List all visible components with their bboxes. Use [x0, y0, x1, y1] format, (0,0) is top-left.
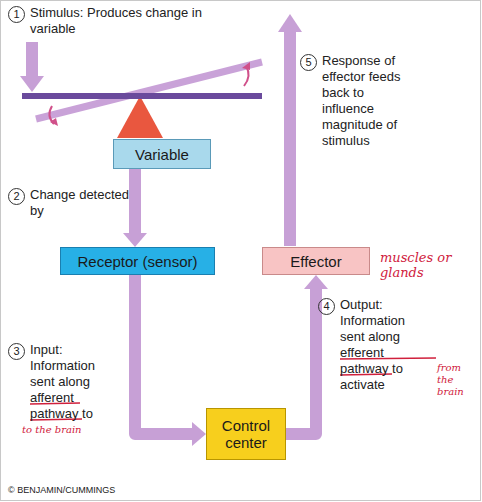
callout-number: 3 — [8, 343, 25, 360]
callout-number: 5 — [300, 54, 317, 71]
variable-box: Variable — [113, 139, 211, 169]
flow-arrow-shaft — [286, 287, 316, 434]
edge-label: Input: Information sent along afferent p… — [30, 342, 104, 422]
edge-label: Change detected by — [30, 187, 130, 219]
arrow-head — [192, 422, 206, 446]
callout-number: 2 — [8, 188, 25, 205]
node-text: Effector — [290, 253, 341, 270]
flow-arrow — [135, 275, 206, 446]
flow-arrow-shaft — [129, 169, 141, 235]
effector-box: Effector — [262, 247, 370, 275]
copyright: © BENJAMIN/CUMMINGS — [8, 485, 208, 496]
flow-arrow-shaft — [135, 275, 194, 434]
arrow-head — [304, 275, 328, 289]
handwritten-note: from the brain — [437, 362, 477, 398]
callout-number: 4 — [318, 298, 335, 315]
seesaw — [22, 62, 262, 138]
handwritten-note: muscles or glands — [380, 250, 454, 280]
node-text: Variable — [135, 146, 189, 163]
node-text: Receptor (sensor) — [77, 253, 197, 270]
arrow-head — [123, 233, 147, 247]
node-text: Control center — [207, 417, 285, 451]
receptor-box: Receptor (sensor) — [60, 247, 215, 275]
handwritten-note: to the brain — [22, 424, 112, 436]
step-text: Response of effector feeds back to influ… — [322, 53, 406, 149]
edge-label: Output: Information sent along efferent … — [340, 297, 414, 393]
stimulus-arrow — [20, 42, 44, 92]
feedback-arrow — [278, 14, 302, 246]
callout-number: 1 — [8, 6, 25, 23]
flow-arrow — [123, 169, 147, 247]
control-center-box: Control center — [206, 408, 286, 460]
step-text: Stimulus: Produces change in variable — [30, 5, 210, 37]
